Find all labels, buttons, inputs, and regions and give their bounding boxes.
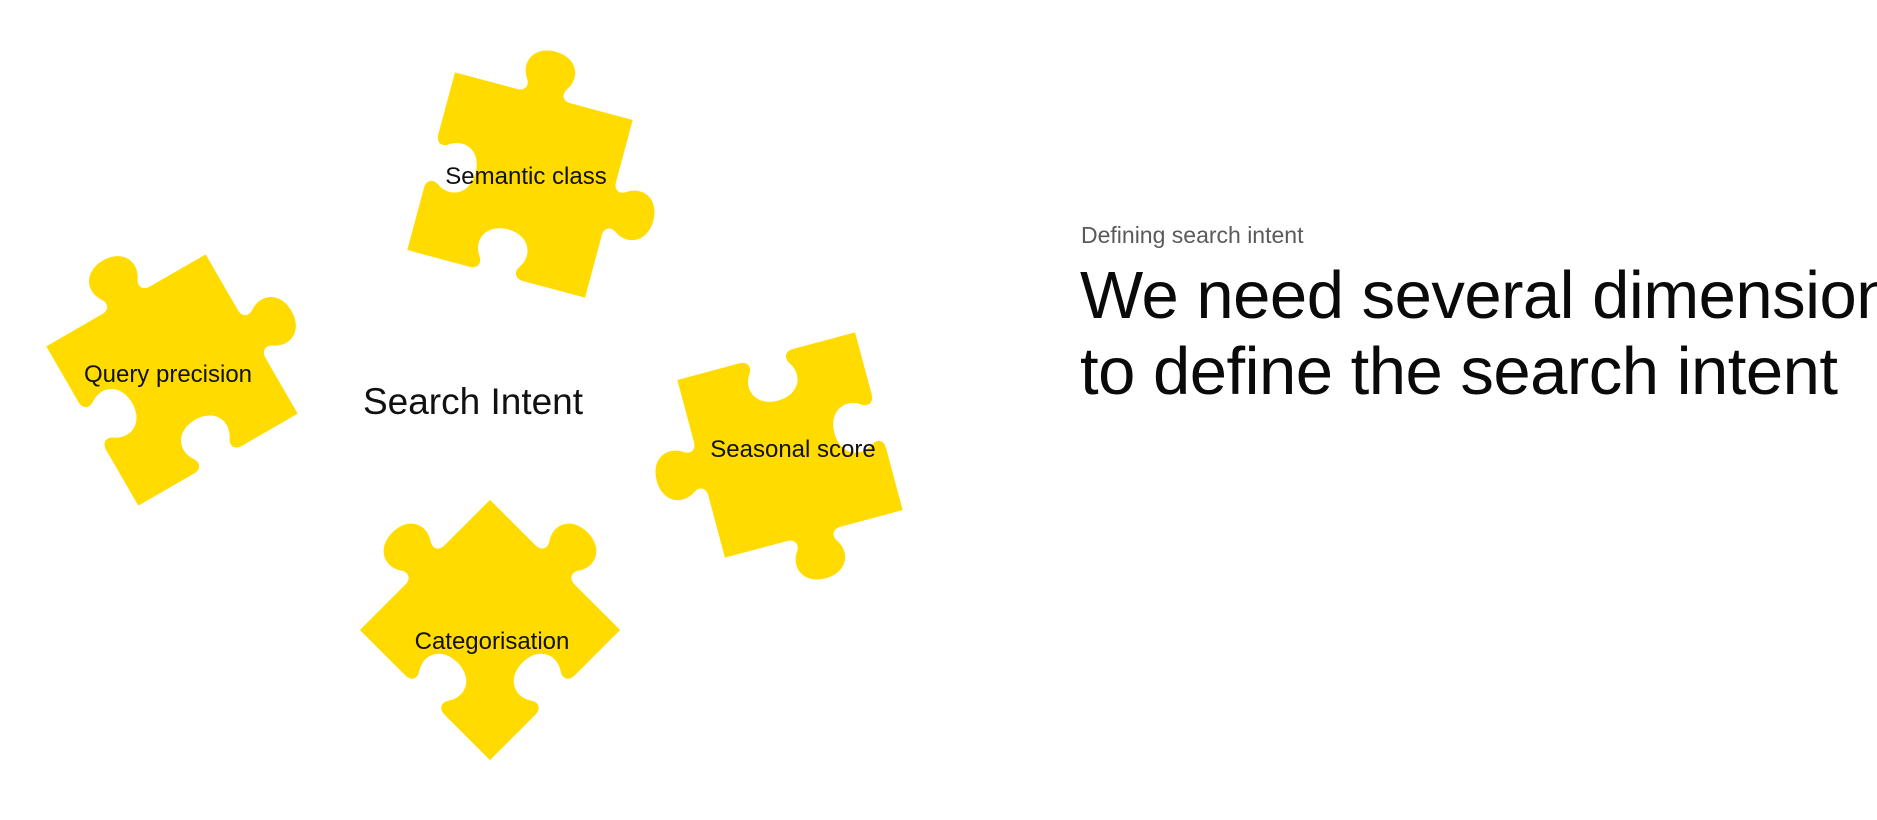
puzzle-shape	[327, 434, 653, 761]
piece-label-query-precision: Query precision	[84, 361, 252, 388]
puzzle-shape	[23, 191, 338, 506]
headline: We need several dimensions to define the…	[1080, 258, 1877, 410]
headline-line-2: to define the search intent	[1080, 334, 1838, 409]
puzzle-shape	[632, 332, 915, 615]
piece-label-semantic-class: Semantic class	[445, 163, 606, 190]
puzzle-piece-categorisation	[327, 434, 653, 761]
piece-label-categorisation: Categorisation	[415, 628, 570, 655]
headline-line-1: We need several dimensions	[1080, 258, 1877, 333]
puzzle-piece-query-precision	[23, 191, 338, 506]
center-label-search-intent: Search Intent	[363, 381, 584, 422]
puzzle-piece-seasonal-score	[632, 332, 915, 615]
section-kicker: Defining search intent	[1081, 222, 1304, 248]
piece-label-seasonal-score: Seasonal score	[710, 436, 875, 463]
